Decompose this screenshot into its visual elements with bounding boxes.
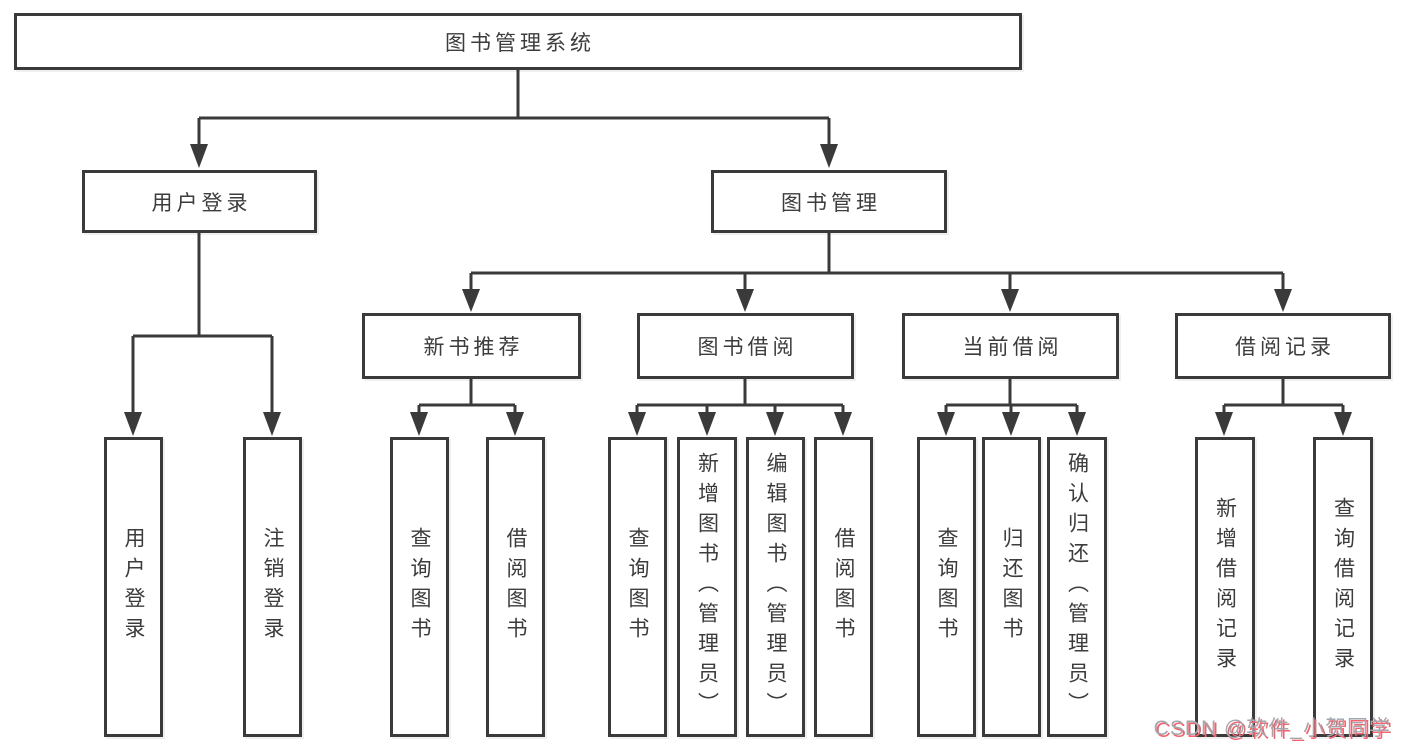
arrowhead-icon	[766, 412, 784, 436]
node-root-system: 图书管理系统	[14, 13, 1022, 70]
arrowhead-icon	[506, 412, 524, 436]
leaf-query-borrow-record: 查询借阅记录	[1313, 437, 1373, 737]
node-new-book-recommend: 新书推荐	[362, 313, 581, 379]
leaf-confirm-return-admin: 确认归还（管理员）	[1047, 437, 1107, 737]
node-book-borrow: 图书借阅	[637, 313, 854, 379]
arrowhead-icon	[834, 412, 852, 436]
node-label: 查询图书	[408, 527, 431, 647]
leaf-logout: 注销登录	[243, 437, 302, 737]
connector-new-book-children	[410, 379, 524, 436]
arrowhead-icon	[1068, 412, 1086, 436]
arrowhead-icon	[820, 144, 838, 168]
node-label: 新增借阅记录	[1213, 497, 1237, 677]
node-label: 借阅图书	[504, 527, 527, 647]
arrowhead-icon	[937, 412, 955, 436]
node-book-management: 图书管理	[711, 170, 947, 233]
node-label: 归还图书	[1000, 527, 1023, 647]
node-borrow-records: 借阅记录	[1175, 313, 1391, 379]
connector-book-management-children	[462, 233, 1292, 312]
node-label: 查询图书	[935, 527, 958, 647]
node-label: 编辑图书（管理员）	[764, 452, 787, 722]
leaf-add-borrow-record: 新增借阅记录	[1195, 437, 1255, 737]
node-label: 用户登录	[122, 527, 145, 647]
connector-book-borrow-children	[628, 379, 852, 436]
leaf-borrow-books: 借阅图书	[814, 437, 873, 737]
arrowhead-icon	[263, 412, 281, 436]
leaf-user-login: 用户登录	[104, 437, 163, 737]
node-label: 借阅记录	[1235, 336, 1335, 359]
node-label: 查询图书	[626, 527, 649, 647]
leaf-query-books-current: 查询图书	[917, 437, 976, 737]
node-label: 图书管理系统	[445, 31, 595, 55]
node-label: 新增图书（管理员）	[695, 452, 719, 722]
leaf-borrow-books-recommend: 借阅图书	[486, 437, 545, 737]
arrowhead-icon	[1334, 412, 1352, 436]
node-label: 查询借阅记录	[1331, 497, 1355, 677]
connector-root-to-level2	[190, 69, 838, 168]
connector-current-borrow-children	[937, 379, 1086, 436]
arrowhead-icon	[190, 144, 208, 168]
arrowhead-icon	[736, 289, 754, 312]
arrowhead-icon	[698, 412, 716, 436]
leaf-edit-books-admin: 编辑图书（管理员）	[746, 437, 805, 737]
connector-borrow-records-children	[1215, 379, 1352, 436]
leaf-return-books: 归还图书	[982, 437, 1041, 737]
node-label: 图书借阅	[697, 336, 798, 359]
node-label: 图书管理	[781, 191, 881, 215]
node-current-borrow: 当前借阅	[902, 313, 1119, 379]
node-label: 注销登录	[261, 527, 284, 647]
arrowhead-icon	[462, 289, 480, 312]
arrowhead-icon	[1002, 412, 1020, 436]
arrowhead-icon	[1001, 289, 1019, 312]
arrowhead-icon	[124, 412, 142, 436]
arrowhead-icon	[410, 412, 428, 436]
arrowhead-icon	[1215, 412, 1233, 436]
arrowhead-icon	[1274, 289, 1292, 312]
leaf-add-books-admin: 新增图书（管理员）	[677, 437, 737, 737]
leaf-query-books-borrow: 查询图书	[608, 437, 667, 737]
leaf-query-books-recommend: 查询图书	[390, 437, 449, 737]
arrowhead-icon	[628, 412, 646, 436]
node-label: 当前借阅	[962, 336, 1063, 359]
node-label: 新书推荐	[423, 336, 524, 359]
csdn-watermark: CSDN @软件_小贺同学	[1153, 717, 1391, 740]
node-label: 借阅图书	[832, 527, 855, 647]
node-label: 确认归还（管理员）	[1065, 452, 1089, 722]
node-user-login: 用户登录	[82, 170, 317, 233]
connector-user-login-children	[124, 233, 281, 436]
node-label: 用户登录	[151, 191, 252, 215]
